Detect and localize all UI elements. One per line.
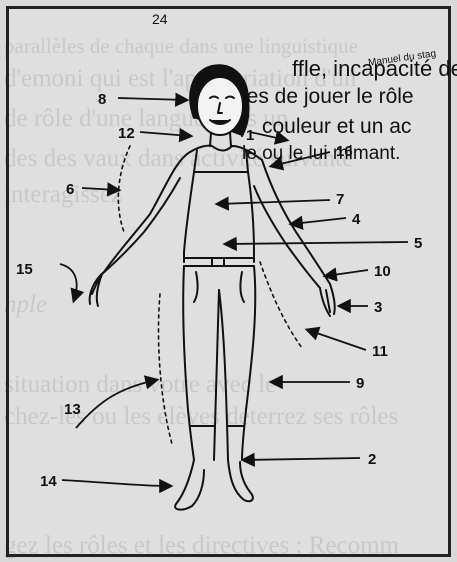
part-label-7: 7 [336,192,344,207]
part-label-6: 6 [66,182,74,197]
part-label-5: 5 [414,236,422,251]
part-label-12: 12 [118,126,135,141]
part-label-14: 14 [40,474,57,489]
part-label-3: 3 [374,300,382,315]
part-label-8: 8 [98,92,106,107]
part-label-16: 16 [336,144,353,159]
part-label-2: 2 [368,452,376,467]
part-label-15: 15 [16,262,33,277]
part-label-9: 9 [356,376,364,391]
part-label-4: 4 [352,212,360,227]
part-label-11: 11 [372,344,388,359]
part-label-1: 1 [246,128,254,143]
part-label-10: 10 [374,264,391,279]
part-label-13: 13 [64,402,81,417]
